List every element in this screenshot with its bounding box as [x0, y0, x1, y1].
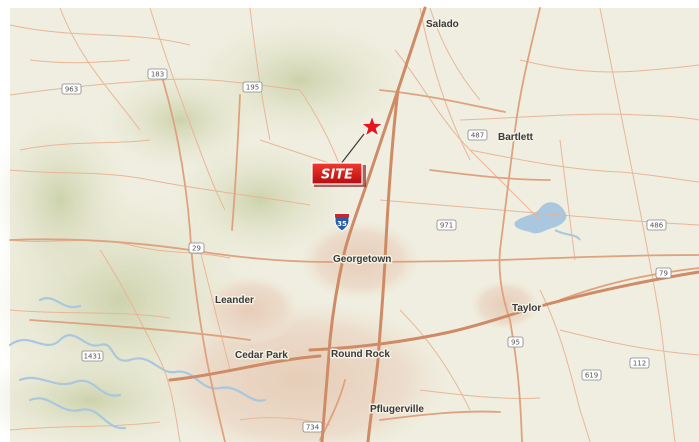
interstate-35-path — [320, 6, 427, 442]
city-label-leander: Leander — [215, 295, 254, 306]
svg-text:1431: 1431 — [84, 353, 102, 361]
shield-619: 619 — [581, 369, 602, 381]
svg-text:971: 971 — [440, 222, 453, 230]
shield-95: 95 — [507, 336, 524, 348]
major-roads — [9, 7, 699, 442]
city-label-round-rock: Round Rock — [331, 349, 390, 360]
shield-971: 971 — [436, 219, 457, 231]
city-labels: Salado Bartlett Georgetown Leander Taylo… — [214, 18, 543, 417]
minor-roads — [9, 7, 699, 442]
svg-text:112: 112 — [633, 360, 646, 368]
city-label-taylor: Taylor — [512, 303, 541, 314]
svg-text:486: 486 — [650, 222, 664, 230]
sh-130-south-path — [366, 358, 380, 442]
border-top — [0, 0, 699, 8]
interstate-35-shield-icon: 35 — [334, 213, 350, 232]
svg-text:35: 35 — [337, 220, 347, 228]
shield-734: 734 — [302, 421, 323, 433]
granger-lake — [514, 202, 567, 234]
red-star-icon — [360, 114, 384, 137]
svg-text:619: 619 — [585, 372, 598, 380]
site-leader-line — [339, 133, 365, 166]
highways — [168, 6, 699, 442]
svg-text:487: 487 — [471, 132, 484, 140]
svg-text:183: 183 — [151, 71, 164, 79]
site-label-box: SITE — [311, 162, 366, 187]
svg-text:963: 963 — [65, 86, 78, 94]
shield-195: 195 — [242, 81, 263, 93]
shield-487: 487 — [467, 129, 488, 141]
shield-79: 79 — [655, 267, 672, 279]
city-label-cedar-park: Cedar Park — [235, 350, 288, 361]
svg-text:SITE: SITE — [321, 168, 353, 183]
city-label-georgetown: Georgetown — [333, 254, 391, 265]
sh-45-path — [168, 354, 322, 382]
shield-486: 486 — [646, 219, 667, 231]
shield-29: 29 — [188, 242, 205, 254]
route-shields: 183 963 195 487 971 486 29 79 95 1431 61… — [61, 68, 672, 433]
svg-text:734: 734 — [306, 424, 320, 432]
shield-1431: 1431 — [81, 350, 104, 362]
svg-text:29: 29 — [192, 245, 201, 253]
lake-tail — [554, 229, 581, 241]
svg-text:195: 195 — [246, 84, 259, 92]
water-features — [8, 297, 267, 430]
urban-area — [150, 220, 540, 442]
city-label-salado: Salado — [426, 19, 459, 30]
site-marker[interactable]: SITE — [311, 114, 384, 187]
shield-112: 112 — [629, 357, 650, 369]
shield-183: 183 — [147, 68, 168, 80]
sh-130-path — [376, 88, 400, 362]
shield-963: 963 — [61, 83, 82, 95]
city-label-pflugerville: Pflugerville — [370, 404, 424, 415]
us-79-path — [308, 270, 699, 352]
city-label-bartlett: Bartlett — [498, 132, 534, 143]
svg-text:79: 79 — [659, 270, 668, 278]
svg-text:95: 95 — [511, 339, 520, 347]
